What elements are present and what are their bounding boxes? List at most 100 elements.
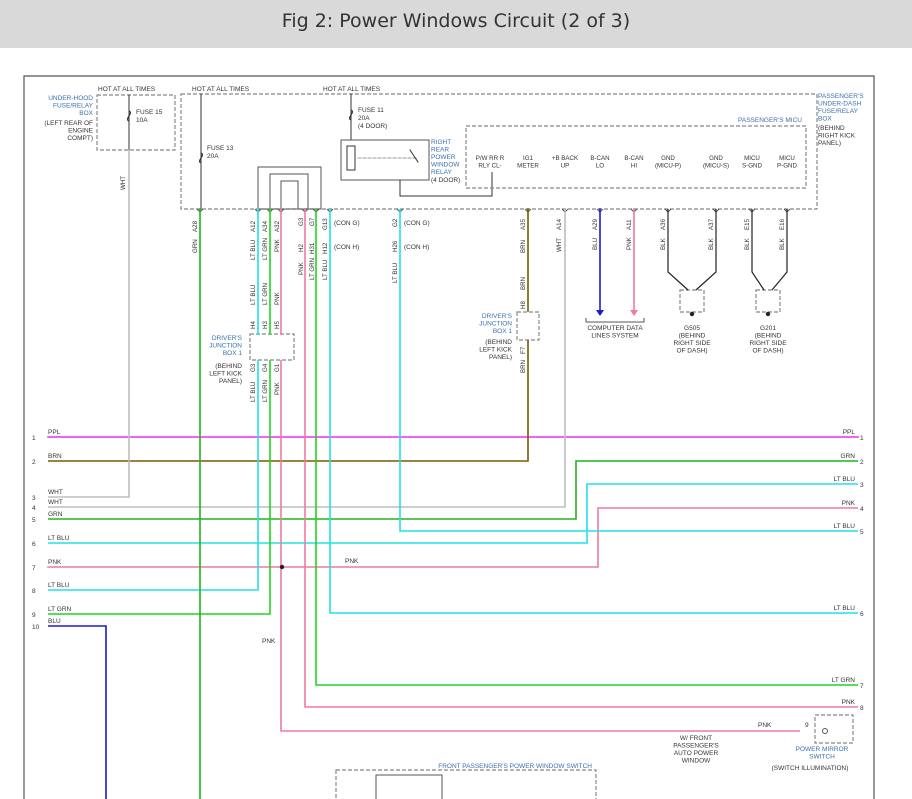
wire-grn (48, 460, 858, 520)
wire-pnk (280, 360, 800, 732)
right-connector-pin: 8 (860, 705, 864, 712)
wire-lt-grn (48, 360, 271, 615)
micu-pin-label: GND (709, 155, 723, 162)
right-connector-color: PNK (842, 699, 856, 706)
auto-window-note: PASSENGER'S (673, 743, 719, 750)
wire-label: A34 (262, 220, 269, 232)
passenger-micu (465, 125, 807, 189)
wire-label: PNK (626, 236, 633, 250)
left-connector-color: LT GRN (48, 606, 72, 613)
junction-box-location: PANEL) (219, 378, 242, 385)
g505-label: (BEHIND (679, 333, 706, 340)
power-mirror-switch (814, 714, 854, 744)
wire-label: G2 (392, 218, 399, 227)
wire-label: PNK (274, 238, 281, 252)
right-connector-pin: 3 (860, 482, 864, 489)
right-connector-color: LT BLU (834, 605, 856, 612)
wire-label: LT BLU (250, 382, 257, 402)
front-switch-label: FRONT PASSENGER'S POWER WINDOW SWITCH (438, 763, 592, 770)
wire-label: A36 (660, 218, 667, 230)
right-connector-pin: 5 (860, 529, 864, 536)
fuse-11-label: FUSE 11 (358, 107, 384, 114)
wire-label: E16 (779, 218, 786, 230)
micu-pin-label: S-GND (742, 163, 762, 170)
relay-label: REAR (431, 147, 449, 154)
micu-pin-label: B-CAN (624, 155, 643, 162)
left-connector-pin: 6 (32, 541, 36, 548)
g201-label: G201 (760, 325, 776, 332)
right-connector-color: GRN (841, 453, 856, 460)
wire-label: A29 (592, 218, 599, 230)
wire-label: BLU (592, 238, 599, 250)
pnk-splice-label: PNK (345, 558, 359, 565)
wire-lt-grn (315, 209, 858, 686)
wire-label: A37 (708, 218, 715, 230)
junction-box-label: DRIVER'S (212, 335, 243, 342)
can-system-label: COMPUTER DATA (587, 325, 643, 332)
wire-label: H31 (309, 242, 316, 254)
wire-label: WHT (120, 176, 127, 190)
micu-pin-label: GND (661, 155, 675, 162)
left-connector-pin: 2 (32, 459, 36, 466)
auto-window-note: W/ FRONT (680, 735, 712, 742)
hot-label: HOT AT ALL TIMES (98, 86, 156, 93)
wire-label: PNK (274, 291, 281, 305)
wire-label: H2 (298, 244, 305, 252)
wire-label: G7 (309, 217, 316, 226)
passenger-box-label: FUSE/RELAY (818, 108, 859, 115)
right-connector-color: PPL (843, 429, 856, 436)
junction-box-label: BOX 1 (493, 328, 513, 335)
left-connector-color: BLU (48, 618, 61, 625)
g505-label: OF DASH) (676, 348, 707, 355)
under-hood-box-location: ENGINE (68, 128, 94, 135)
micu-pin-label: METER (517, 163, 539, 170)
wire-blk (771, 209, 788, 291)
wire-label: WHT (556, 238, 563, 252)
wire-label: H12 (322, 242, 329, 254)
wire-lt-blu (48, 360, 259, 591)
wire-label: BRN (520, 277, 527, 290)
wire-label: A12 (250, 220, 257, 232)
con-h-label: (CON H) (334, 244, 359, 251)
ground-g505 (679, 289, 705, 313)
left-connector-color: LT BLU (48, 582, 70, 589)
under-hood-box-label: FUSE/RELAY (53, 103, 94, 110)
wire-label: H5 (274, 321, 281, 329)
wire-label: A35 (520, 218, 527, 230)
wire-label: LT GRN (262, 238, 269, 260)
right-connector-color: LT BLU (834, 523, 856, 530)
right-connector-pin: 4 (860, 506, 864, 513)
under-hood-box-location: COMPT) (67, 135, 93, 142)
relay-note: (4 DOOR) (431, 177, 460, 184)
relay-switch (409, 149, 419, 163)
passenger-box-label: PASSENGER'S (818, 93, 864, 100)
right-connector-color: PNK (842, 500, 856, 507)
wire-label: BRN (520, 240, 527, 253)
relay-label: RIGHT (431, 139, 451, 146)
wire-pnk (304, 209, 858, 708)
right-connector-color: LT GRN (832, 677, 856, 684)
wire-label: A11 (626, 219, 633, 230)
micu-label: PASSENGER'S MICU (738, 117, 802, 124)
fuse-15-amp: 10A (136, 117, 148, 124)
junction-box-location: (BEHIND (485, 339, 512, 346)
left-connector-pin: 9 (32, 612, 36, 619)
g505-label: RIGHT SIDE (673, 340, 711, 347)
wire-label: PNK (298, 261, 305, 275)
left-connector-color: GRN (48, 511, 63, 518)
micu-pin-label: (MICU-S) (703, 163, 729, 170)
g201-label: RIGHT SIDE (749, 340, 787, 347)
micu-pin-label: +B BACK (552, 155, 579, 162)
mirror-switch-lamp (822, 728, 828, 734)
auto-window-note: AUTO POWER (674, 750, 719, 757)
ground-dot (689, 311, 695, 317)
passenger-box-location: RIGHT KICK (818, 133, 856, 140)
hot-label: HOT AT ALL TIMES (192, 86, 250, 93)
con-g-label: (CON G) (334, 220, 360, 227)
passenger-box-location: PANEL) (818, 140, 841, 147)
relay-label: POWER (431, 154, 456, 161)
micu-pin-label: P/W RR R (476, 155, 505, 162)
wire-label: H3 (262, 321, 269, 329)
micu-pin-label: MICU (744, 155, 760, 162)
